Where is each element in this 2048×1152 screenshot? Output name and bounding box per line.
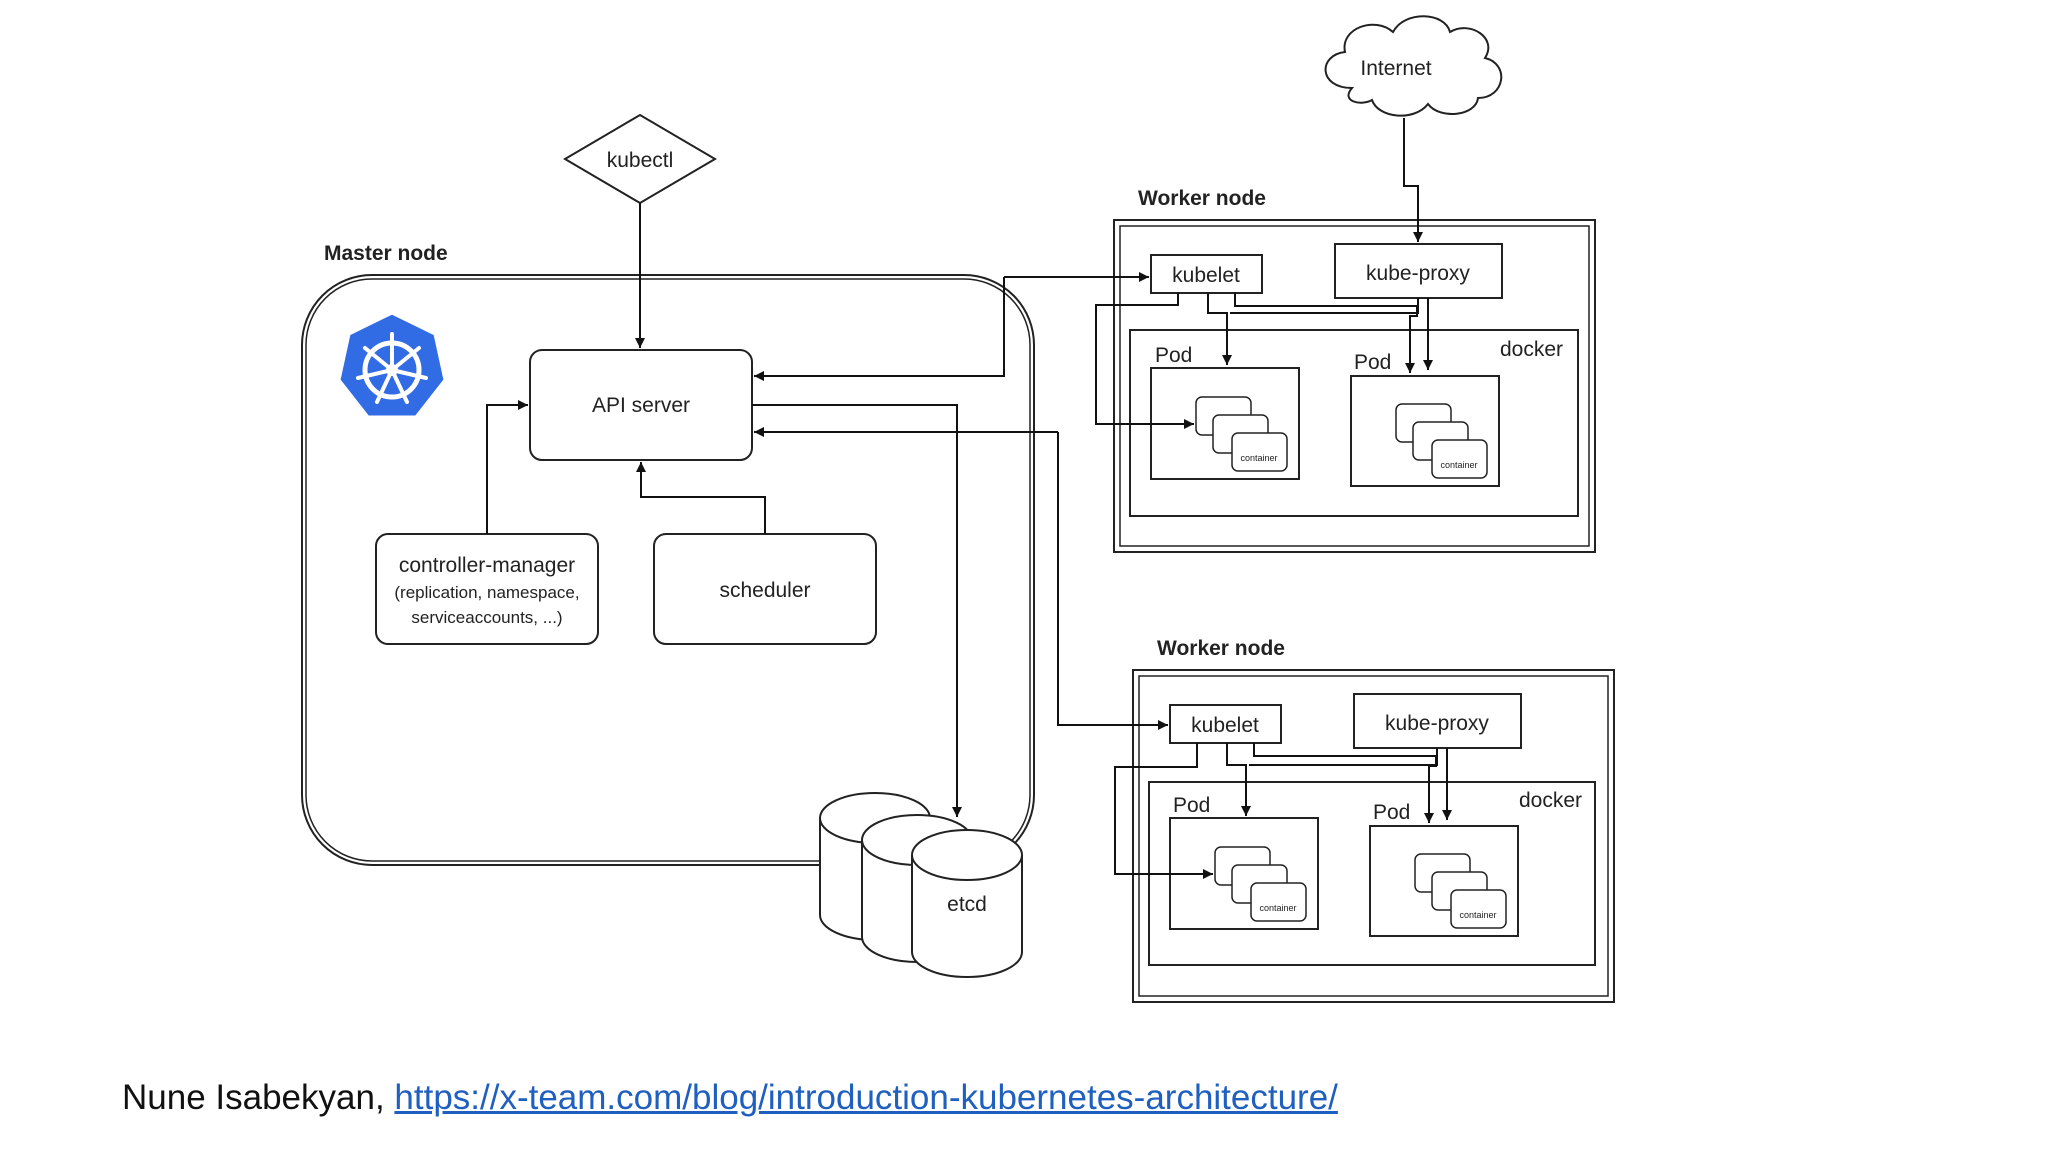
kubectl-label: kubectl [607,149,674,172]
etcd-label: etcd [947,893,987,916]
container-label-2a: container [1259,903,1296,913]
worker-node-2-title: Worker node [1157,637,1285,660]
api-server-label: API server [592,394,690,417]
kube-proxy-label-2: kube-proxy [1385,712,1489,735]
controller-manager-box: controller-manager (replication, namespa… [375,533,599,645]
internet-cloud: Internet [1324,15,1503,117]
arrow-api-to-kubelet-2 [1057,432,1168,730]
arrow-internet-to-kube-proxy [1403,118,1423,242]
kube-proxy-box-1 [1334,243,1503,299]
etcd-database-icon [819,792,1023,978]
connectors [486,118,1452,879]
scheduler-box: scheduler [653,533,877,645]
docker-label-2: docker [1519,789,1582,812]
internet-label: Internet [1360,57,1431,80]
scheduler-label: scheduler [719,579,810,602]
kube-proxy-label-1: kube-proxy [1366,262,1470,285]
source-credit: Nune Isabekyan, https://x-team.com/blog/… [122,1078,1338,1118]
pod-box-2b [1369,825,1519,937]
worker-node-2: Worker node docker kubelet kube-proxy Po… [1132,637,1615,1003]
master-node-title: Master node [324,242,448,265]
arrow-scheduler-to-api [636,462,766,534]
arrow-kubelet-1-to-api [754,277,1005,381]
container-label-1b: container [1440,460,1477,470]
pod-label-1a: Pod [1155,344,1192,367]
kube-proxy-box-2 [1353,693,1522,749]
pod-label-2a: Pod [1173,794,1210,817]
pod-label-1b: Pod [1354,351,1391,374]
kubelet-label-1: kubelet [1172,264,1240,287]
pod-label-2b: Pod [1373,801,1410,824]
credit-author: Nune Isabekyan, [122,1078,385,1117]
controller-manager-detail-2: serviceaccounts, ...) [411,608,562,627]
worker-node-1: Worker node docker kubelet kube-proxy Po… [1113,187,1596,553]
master-node-box-inner [305,278,1031,862]
container-label-1a: container [1240,453,1277,463]
kubectl-node: kubectl [563,113,717,205]
container-label-2b: container [1459,910,1496,920]
docker-label-1: docker [1500,338,1563,361]
worker-node-1-title: Worker node [1138,187,1266,210]
kubelet-box-2 [1169,704,1282,744]
arrow-controller-to-api [486,400,528,534]
kubelet-label-2: kubelet [1191,714,1259,737]
arrow-api-to-etcd [752,404,962,817]
kubelet-box-1 [1150,254,1263,294]
pod-box-1b [1350,375,1500,487]
controller-manager-title: controller-manager [399,554,575,577]
api-server-box: API server [529,349,753,461]
kubernetes-logo-icon [337,311,447,419]
credit-link[interactable]: https://x-team.com/blog/introduction-kub… [394,1078,1338,1117]
controller-manager-detail-1: (replication, namespace, [394,583,579,602]
master-node-box [301,274,1035,866]
